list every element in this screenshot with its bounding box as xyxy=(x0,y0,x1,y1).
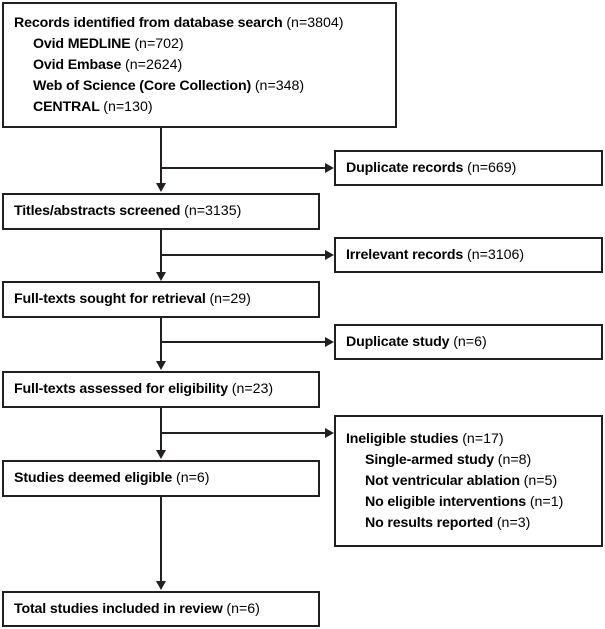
box-line: Ovid Embase (n=2624) xyxy=(14,55,395,76)
arrowhead-to-duplicate-study xyxy=(325,337,334,347)
arrowhead-to-full-texts-assessed xyxy=(156,361,166,370)
box-line: No eligible interventions (n=1) xyxy=(346,492,601,513)
line-count: (n=17) xyxy=(462,430,504,447)
line-label: Single-armed study xyxy=(365,451,494,468)
arrowhead-to-studies-eligible xyxy=(156,450,166,459)
line-count: (n=348) xyxy=(254,77,305,94)
duplicate-study-box: Duplicate study (n=6) xyxy=(334,324,603,360)
line-count: (n=6) xyxy=(453,333,487,350)
line-label: Duplicate records xyxy=(346,159,464,176)
line-count: (n=23) xyxy=(231,381,274,397)
line-label: Full-texts assessed for eligibility xyxy=(14,381,228,397)
ineligible-studies-box: Ineligible studies (n=17) Single-armed s… xyxy=(334,415,603,547)
box-line: Irrelevant records (n=3106) xyxy=(346,245,601,266)
line-label: No results reported xyxy=(365,514,494,531)
titles-abstracts-screened-box: Titles/abstracts screened (n=3135) xyxy=(2,193,320,230)
box-line: Ineligible studies (n=17) xyxy=(346,429,601,450)
connector-titles-screened-to-irrelevant-records xyxy=(160,254,326,256)
line-count: (n=130) xyxy=(103,98,153,115)
arrowhead-to-full-texts-sought xyxy=(156,272,166,281)
connector-full-texts-assessed-to-ineligible-studies xyxy=(160,432,326,434)
connector-full-texts-sought-to-duplicate-study xyxy=(160,341,326,343)
line-label: Total studies included in review xyxy=(14,600,223,617)
line-count: (n=1) xyxy=(529,493,564,510)
box-line: Full-texts assessed for eligibility (n=2… xyxy=(14,379,318,400)
connector-full-texts-sought-down xyxy=(160,318,162,363)
connector-identification-down xyxy=(160,128,162,184)
studies-deemed-eligible-box: Studies deemed eligible (n=6) xyxy=(2,460,320,497)
line-label: Irrelevant records xyxy=(346,246,464,263)
line-count: (n=2624) xyxy=(125,56,183,73)
box-line: Duplicate study (n=6) xyxy=(346,332,601,353)
box-line: Records identified from database search … xyxy=(14,13,395,34)
connector-full-texts-assessed-down xyxy=(160,408,162,451)
irrelevant-records-box: Irrelevant records (n=3106) xyxy=(334,237,603,273)
line-label: Not ventricular ablation xyxy=(365,472,520,489)
line-count: (n=3) xyxy=(496,514,531,531)
line-label: Duplicate study xyxy=(346,333,450,350)
arrowhead-to-titles-screened xyxy=(156,183,166,192)
line-count: (n=702) xyxy=(134,35,184,52)
line-label: No eligible interventions xyxy=(365,493,527,510)
arrowhead-to-ineligible-studies xyxy=(325,428,334,438)
line-label: Titles/abstracts screened xyxy=(14,203,181,219)
line-count: (n=3135) xyxy=(184,203,242,219)
arrowhead-to-irrelevant-records xyxy=(325,250,334,260)
line-count: (n=3106) xyxy=(466,246,525,263)
line-count: (n=3804) xyxy=(286,14,344,31)
line-label: Web of Science (Core Collection) xyxy=(33,77,252,94)
box-line: Studies deemed eligible (n=6) xyxy=(14,468,318,489)
line-label: Ovid Embase xyxy=(33,56,122,73)
full-texts-assessed-box: Full-texts assessed for eligibility (n=2… xyxy=(2,371,320,408)
box-line: CENTRAL (n=130) xyxy=(14,97,395,118)
line-label: Ovid MEDLINE xyxy=(33,35,131,52)
total-studies-included-box: Total studies included in review (n=6) xyxy=(2,591,320,627)
connector-studies-eligible-down xyxy=(160,497,162,582)
duplicate-records-box: Duplicate records (n=669) xyxy=(334,150,603,186)
connector-titles-screened-down xyxy=(160,230,162,275)
box-line: No results reported (n=3) xyxy=(346,513,601,534)
line-label: CENTRAL xyxy=(33,98,100,115)
line-count: (n=6) xyxy=(226,600,260,617)
line-label: Full-texts sought for retrieval xyxy=(14,291,206,307)
box-line: Titles/abstracts screened (n=3135) xyxy=(14,201,318,222)
box-line: Single-armed study (n=8) xyxy=(346,450,601,471)
line-count: (n=8) xyxy=(497,451,532,468)
box-line: Not ventricular ablation (n=5) xyxy=(346,471,601,492)
arrowhead-to-duplicate-records xyxy=(325,163,334,173)
line-label: Records identified from database search xyxy=(14,14,283,31)
box-line: Full-texts sought for retrieval (n=29) xyxy=(14,289,318,310)
line-count: (n=5) xyxy=(523,472,558,489)
connector-identification-to-duplicate-records xyxy=(160,167,326,169)
box-line: Duplicate records (n=669) xyxy=(346,158,601,179)
line-count: (n=29) xyxy=(209,291,251,307)
full-texts-sought-box: Full-texts sought for retrieval (n=29) xyxy=(2,281,320,318)
box-line: Ovid MEDLINE (n=702) xyxy=(14,34,395,55)
box-line: Web of Science (Core Collection) (n=348) xyxy=(14,76,395,97)
line-count: (n=669) xyxy=(467,159,517,176)
records-identified-box: Records identified from database search … xyxy=(2,2,397,128)
line-count: (n=6) xyxy=(175,470,210,486)
box-line: Total studies included in review (n=6) xyxy=(14,599,318,620)
line-label: Studies deemed eligible xyxy=(14,470,173,486)
arrowhead-to-total-included xyxy=(156,581,166,590)
line-label: Ineligible studies xyxy=(346,430,459,447)
